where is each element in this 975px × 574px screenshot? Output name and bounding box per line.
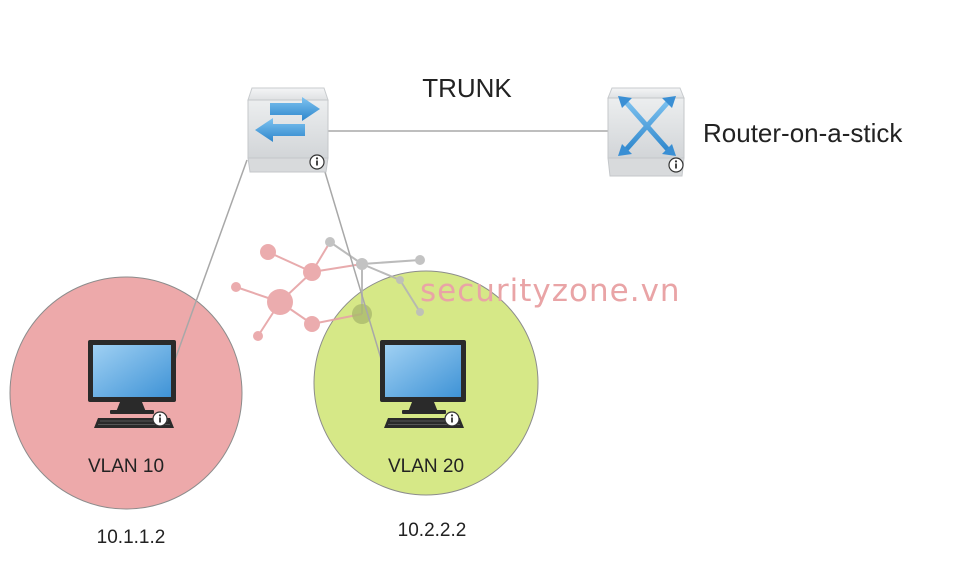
info-icon[interactable] xyxy=(444,411,460,427)
link-switch-vlan20-pc xyxy=(324,171,386,373)
desktop-pc-icon[interactable] xyxy=(380,340,466,428)
vlan20-label: VLAN 20 xyxy=(388,456,464,477)
trunk-label: TRUNK xyxy=(422,73,512,103)
vlan10-ip: 10.1.1.2 xyxy=(97,527,166,548)
vlan20-ip: 10.2.2.2 xyxy=(398,520,467,541)
vlan10-label: VLAN 10 xyxy=(88,456,164,477)
router-icon[interactable] xyxy=(607,87,685,177)
router-label: Router-on-a-stick xyxy=(703,118,903,148)
info-icon[interactable] xyxy=(152,411,168,427)
info-icon[interactable] xyxy=(668,157,684,173)
link-switch-vlan10-pc xyxy=(171,159,248,369)
switch-icon[interactable] xyxy=(247,87,329,173)
info-icon[interactable] xyxy=(309,154,325,170)
watermark-text: securityzone.vn xyxy=(420,273,681,309)
